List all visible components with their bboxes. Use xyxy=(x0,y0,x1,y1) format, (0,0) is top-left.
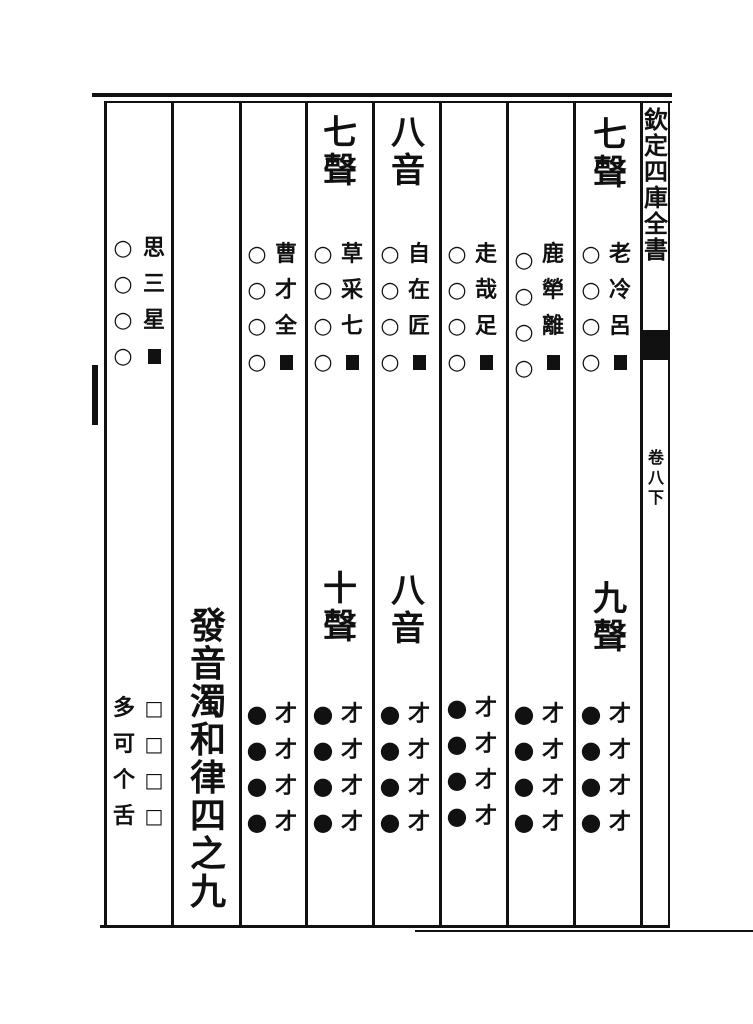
frame-bottom-rule xyxy=(100,925,670,928)
col3-chars-bottom: 才才才才 xyxy=(474,695,497,829)
col5-chars-bottom: 才才才才 xyxy=(340,701,363,835)
section-title: 發音濁和律四之九 xyxy=(189,605,226,913)
col4-chars-top: 自在匠 xyxy=(405,236,433,380)
col3-marks-bottom: ●●●● xyxy=(446,694,468,830)
col5-heading-bottom: 十聲 xyxy=(323,569,357,647)
col6-marks-bottom: ●●●● xyxy=(246,700,268,836)
col4-marks-top: ○○○○ xyxy=(380,241,400,375)
col1-heading-bottom: 九聲 xyxy=(593,579,627,657)
frame-left-rule xyxy=(104,101,107,927)
col5-heading-top: 七聲 xyxy=(323,113,357,191)
col1-chars-bottom: 才才才才 xyxy=(608,701,631,835)
col4-heading-top: 八音 xyxy=(391,113,425,191)
col1-chars-top: 老冷呂 xyxy=(606,236,634,380)
last-chars-bottom: 多可个舌 xyxy=(112,695,135,829)
lacuna-block xyxy=(147,348,161,364)
lacuna-block xyxy=(412,354,426,370)
frame-left-thick xyxy=(92,365,98,425)
col4-marks-bottom: ●●●● xyxy=(379,700,401,836)
col3-chars-top: 走哉足 xyxy=(472,236,500,380)
frame-top-inner-rule xyxy=(106,101,672,103)
col5-marks-bottom: ●●●● xyxy=(312,700,334,836)
col6-marks-top: ○○○○ xyxy=(247,241,267,375)
frame-right-outer xyxy=(668,101,670,927)
col1-marks-bottom: ●●●● xyxy=(580,700,602,836)
lacuna-block xyxy=(613,354,627,370)
column-divider xyxy=(439,101,442,927)
col1-heading-top: 七聲 xyxy=(593,115,627,193)
frame-bottom-ext-rule xyxy=(415,930,753,932)
margin-juan-label: 卷八下 xyxy=(647,448,664,507)
column-divider xyxy=(573,101,576,927)
col6-chars-top: 曹才全 xyxy=(272,236,300,380)
lacuna-block xyxy=(546,354,560,370)
lacuna-block xyxy=(345,354,359,370)
col6-chars-bottom: 才才才才 xyxy=(274,701,297,835)
frame-top-rule xyxy=(92,93,672,97)
col2-marks-top: ○○○○ xyxy=(514,247,534,381)
fishtail-mark xyxy=(641,330,669,360)
last-chars-top: 思三星 xyxy=(140,230,168,374)
col2-chars-top: 鹿犖離 xyxy=(539,236,567,380)
col5-chars-top: 草采七 xyxy=(338,236,366,380)
col2-marks-bottom: ●●●● xyxy=(513,700,535,836)
col4-heading-bottom: 八音 xyxy=(391,571,425,649)
col3-marks-top: ○○○○ xyxy=(447,241,467,375)
col5-marks-top: ○○○○ xyxy=(313,241,333,375)
col4-chars-bottom: 才才才才 xyxy=(407,701,430,835)
column-divider xyxy=(372,101,375,927)
col1-marks-top: ○○○○ xyxy=(581,241,601,375)
column-divider xyxy=(239,101,242,927)
lacuna-block xyxy=(279,354,293,370)
col2-chars-bottom: 才才才才 xyxy=(541,701,564,835)
last-marks-bottom: □□□□ xyxy=(144,696,164,828)
column-divider xyxy=(305,101,308,927)
column-divider xyxy=(506,101,509,927)
margin-book-title: 欽定四庫全書 xyxy=(644,105,668,264)
lacuna-block xyxy=(479,354,493,370)
frame-right-rule xyxy=(640,101,643,927)
last-marks-top: ○○○○ xyxy=(113,235,133,369)
column-divider xyxy=(171,101,174,927)
